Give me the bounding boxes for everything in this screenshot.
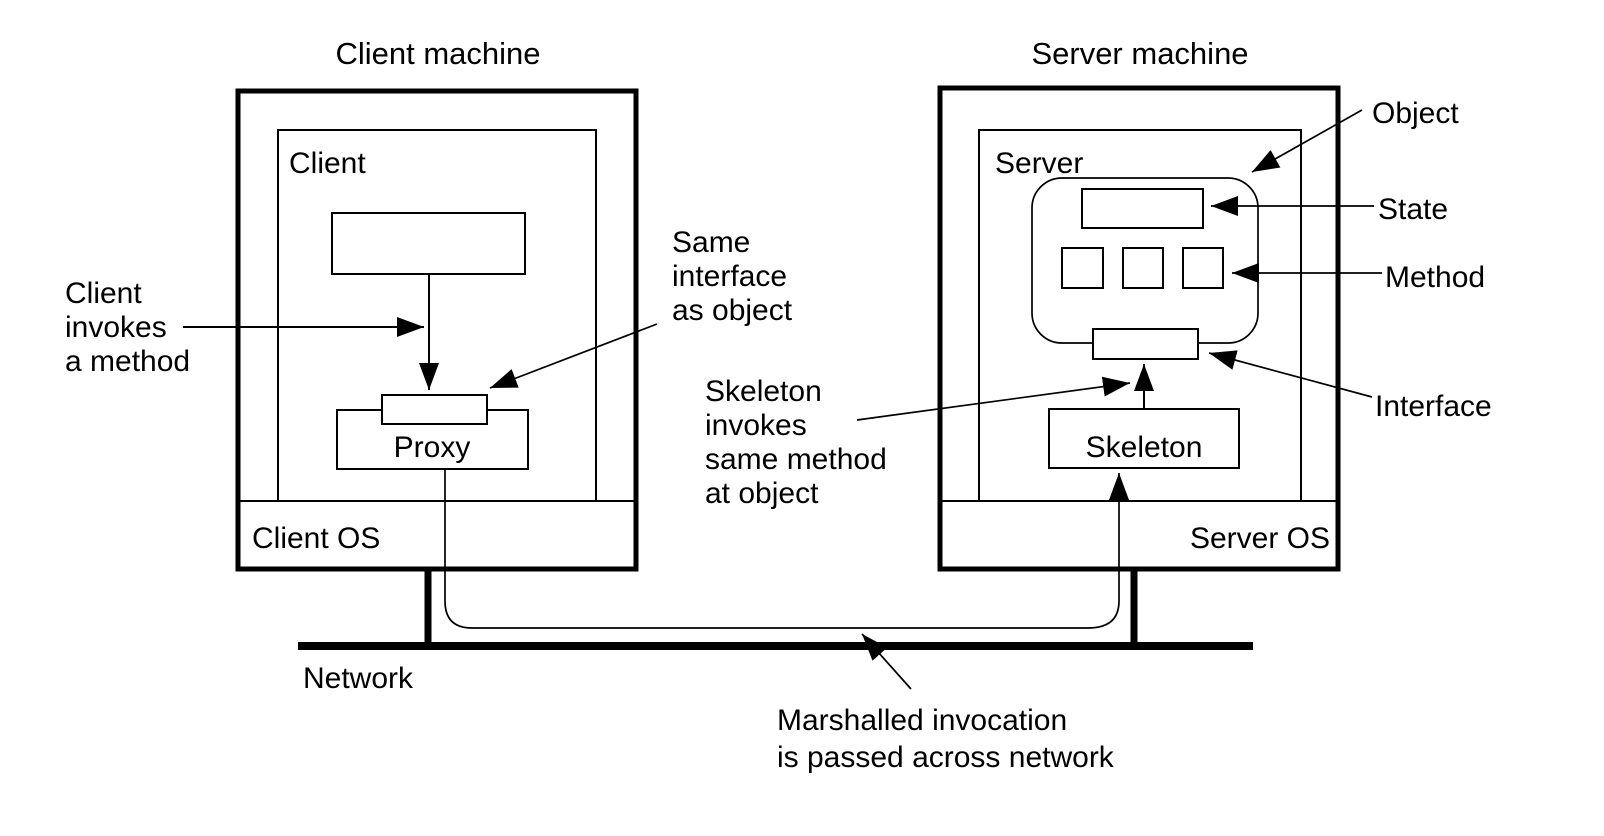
object-label: Object (1372, 97, 1459, 130)
interface-label: Interface (1375, 390, 1492, 423)
client-os-label: Client OS (252, 522, 380, 555)
server-machine-group: Server machine Server Server OS Skeleton (937, 36, 1341, 572)
client-process-label: Client (289, 147, 366, 180)
skeleton-invokes-arrow (856, 376, 1131, 421)
state-label: State (1378, 193, 1448, 226)
client-invokes-line-3: a method (65, 345, 190, 378)
marshalled-line-1: Marshalled invocation (777, 704, 1067, 737)
same-interface-line-3: as object (672, 294, 793, 327)
method-label: Method (1385, 261, 1485, 294)
method-box-3 (1182, 247, 1224, 289)
skeleton-invokes-line-3: same method (705, 443, 887, 476)
marshalled-arrow (861, 633, 912, 690)
annotations-group: Client invokes a method Same interface a… (65, 97, 1492, 774)
client-application-box (331, 212, 526, 275)
interface-arrow (1208, 350, 1373, 398)
skeleton-label: Skeleton (1086, 431, 1203, 464)
client-machine-title: Client machine (335, 36, 540, 71)
method-box-2 (1122, 247, 1164, 289)
server-machine-box (937, 85, 1341, 572)
same-interface-arrow (489, 323, 658, 389)
skeleton-box (1048, 408, 1240, 469)
client-invokes-line-1: Client (65, 277, 142, 310)
marshalled-invocation-path (444, 469, 1129, 629)
object-arrow (1251, 109, 1363, 173)
proxy-interface-box (381, 394, 488, 425)
object-interface-box (1092, 328, 1199, 360)
same-interface-line-2: interface (672, 260, 787, 293)
marshalled-line-2: is passed across network (777, 741, 1115, 774)
server-machine-title: Server machine (1031, 36, 1248, 71)
state-box (1081, 188, 1204, 229)
client-machine-group: Client machine Client Client OS Proxy (235, 36, 639, 572)
method-box-1 (1061, 247, 1104, 289)
client-invokes-line-2: invokes (65, 311, 167, 344)
server-os-label: Server OS (1190, 522, 1330, 555)
skeleton-invokes-line-4: at object (705, 477, 819, 510)
network-group: Network (298, 469, 1253, 695)
proxy-label: Proxy (394, 431, 471, 464)
client-machine-box (235, 88, 639, 572)
server-process-label: Server (995, 147, 1083, 180)
skeleton-invokes-line-2: invokes (705, 409, 807, 442)
skeleton-invokes-line-1: Skeleton (705, 375, 822, 408)
same-interface-line-1: Same (672, 226, 750, 259)
network-label: Network (303, 662, 414, 695)
